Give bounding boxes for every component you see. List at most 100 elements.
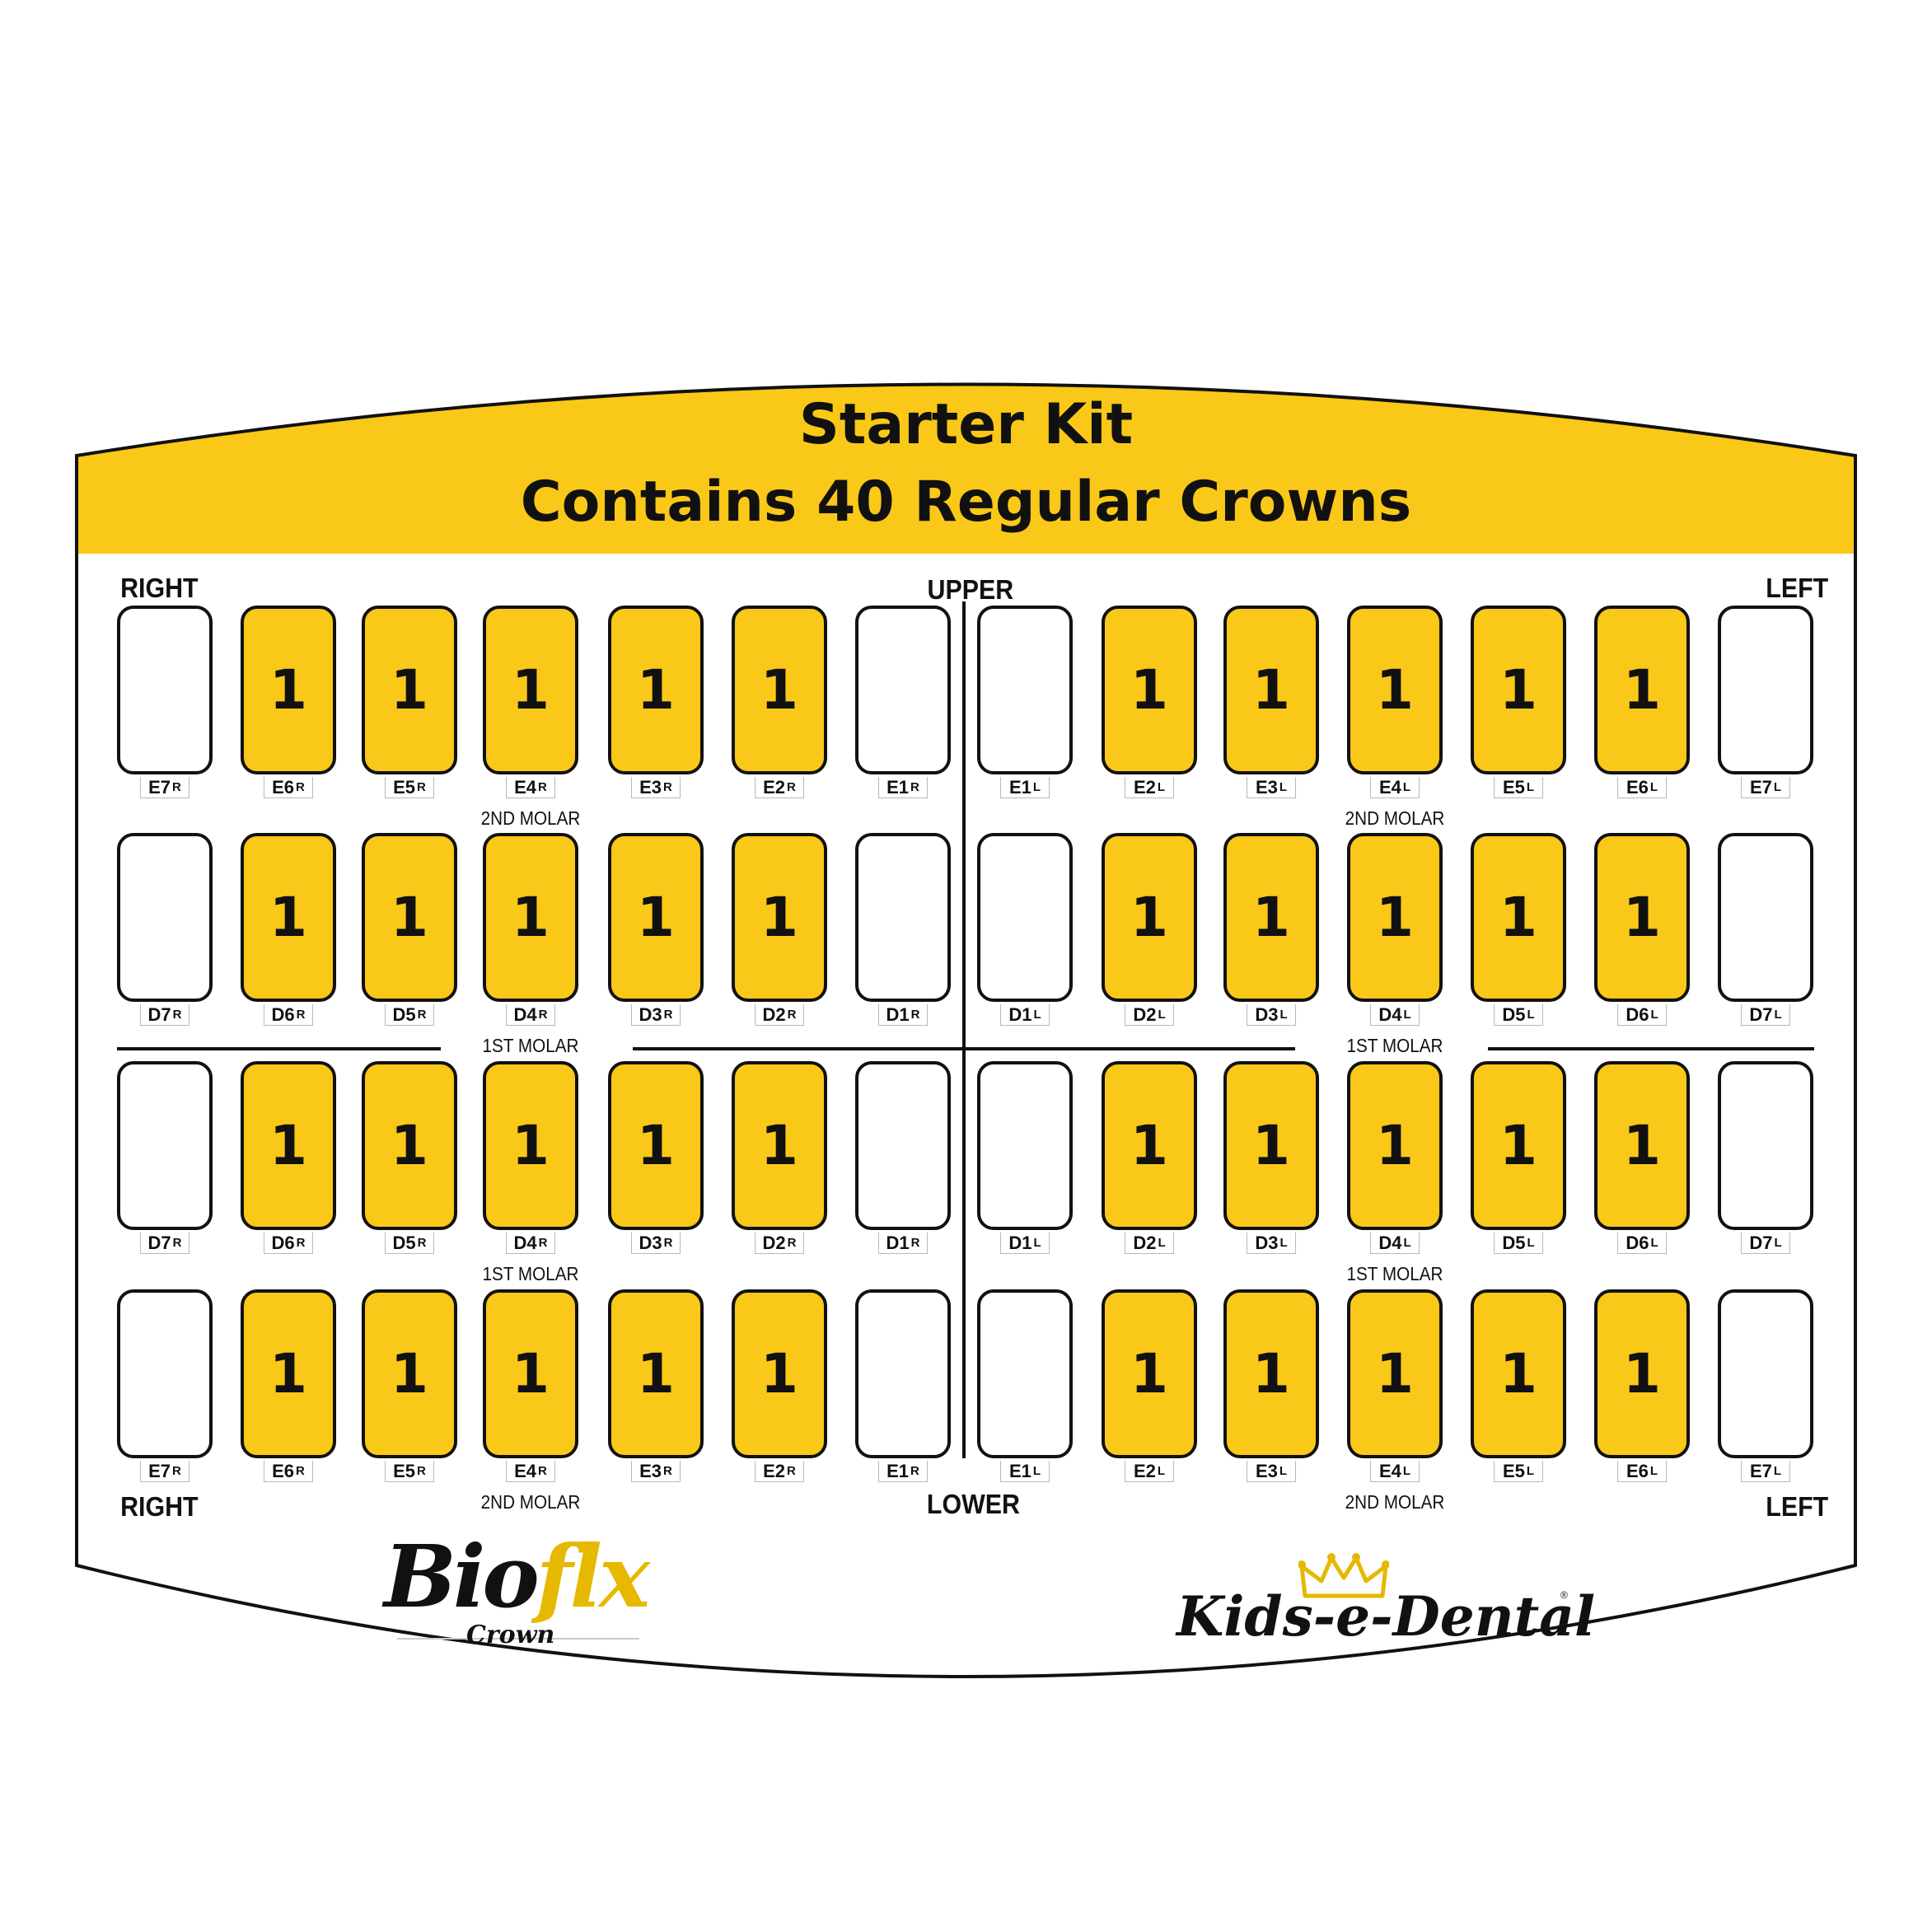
crown-quantity: 1 xyxy=(1130,885,1168,949)
size-side: R xyxy=(296,1008,306,1022)
crown-slot-d4r: 1 xyxy=(483,833,578,1002)
size-code: D2 xyxy=(1133,1232,1157,1253)
bioflx-word-bio: Bio xyxy=(384,1526,540,1627)
size-code: E6 xyxy=(272,1460,295,1481)
size-code: D4 xyxy=(1378,1003,1402,1025)
size-code: D5 xyxy=(1502,1003,1526,1025)
crown-slot-e4l: 1 xyxy=(1347,1289,1443,1458)
crown-slot-d6l: 1 xyxy=(1594,1061,1690,1230)
size-side: R xyxy=(910,780,919,794)
size-side: L xyxy=(1774,1236,1782,1250)
crown-slot-d1r xyxy=(855,833,951,1002)
size-code: E3 xyxy=(1255,1460,1278,1481)
size-side: R xyxy=(910,1464,919,1478)
size-side: R xyxy=(663,1236,673,1250)
size-code: E6 xyxy=(1626,776,1649,798)
size-side: R xyxy=(538,1236,548,1250)
crown-quantity: 1 xyxy=(760,657,798,722)
size-code: D7 xyxy=(1749,1232,1773,1253)
size-code: E4 xyxy=(514,1460,537,1481)
crown-slot-e1r xyxy=(855,606,951,774)
crown-slot-d1r xyxy=(855,1061,951,1230)
crown-slot-d7r xyxy=(117,1061,213,1230)
size-side: R xyxy=(172,1008,182,1022)
crown-slot-e5r: 1 xyxy=(362,1289,457,1458)
crown-slot-d3l: 1 xyxy=(1223,833,1319,1002)
bioflx-sub-label: Crown xyxy=(466,1621,555,1649)
size-side: L xyxy=(1403,1236,1411,1250)
size-code: E7 xyxy=(148,776,171,798)
size-code: E6 xyxy=(1626,1460,1649,1481)
crown-slot-d6l: 1 xyxy=(1594,833,1690,1002)
size-code: E7 xyxy=(148,1460,171,1481)
crown-quantity: 1 xyxy=(391,1341,428,1406)
size-side: L xyxy=(1526,780,1535,794)
crown-quantity: 1 xyxy=(1623,1341,1661,1406)
crown-quantity: 1 xyxy=(512,1113,550,1177)
size-side: R xyxy=(910,1008,920,1022)
bioflx-word-flx: flx xyxy=(536,1526,650,1627)
molar-label: 2ND MOLAR xyxy=(1345,1491,1445,1513)
crown-slot-e7l xyxy=(1718,606,1813,774)
size-code: E4 xyxy=(1378,776,1401,798)
size-code: E1 xyxy=(886,776,910,798)
crown-quantity: 1 xyxy=(637,1113,675,1177)
crown-slot-e4l: 1 xyxy=(1347,606,1443,774)
crown-slot-e5r: 1 xyxy=(362,606,457,774)
crown-slot-e3r: 1 xyxy=(608,1289,704,1458)
size-side: R xyxy=(172,780,181,794)
crown-slot-e7l xyxy=(1718,1289,1813,1458)
crown-quantity: 1 xyxy=(760,885,798,949)
size-side: R xyxy=(417,1464,426,1478)
size-side: L xyxy=(1032,1464,1041,1478)
size-side: L xyxy=(1158,1236,1166,1250)
kit-title: Starter Kit xyxy=(798,392,1134,457)
size-side: R xyxy=(787,1464,796,1478)
size-side: L xyxy=(1527,1008,1535,1022)
size-code: D1 xyxy=(886,1232,910,1253)
size-side: R xyxy=(538,1008,548,1022)
crown-quantity: 1 xyxy=(760,1341,798,1406)
size-side: R xyxy=(787,1008,797,1022)
crown-slot-e3l: 1 xyxy=(1223,606,1319,774)
crown-slot-d2r: 1 xyxy=(732,1061,827,1230)
crown-quantity: 1 xyxy=(1376,657,1414,722)
molar-label: 1ST MOLAR xyxy=(1346,1263,1443,1284)
size-code: E2 xyxy=(763,776,786,798)
size-code: E5 xyxy=(1502,1460,1525,1481)
size-code: E3 xyxy=(1255,776,1278,798)
label-left-top: LEFT xyxy=(1766,573,1829,603)
header-band xyxy=(77,384,1855,554)
size-side: L xyxy=(1279,1008,1288,1022)
crown-slot-e1l xyxy=(977,1289,1073,1458)
molar-label: 1ST MOLAR xyxy=(1346,1035,1443,1056)
size-side: L xyxy=(1279,780,1288,794)
crown-quantity: 1 xyxy=(1252,657,1290,722)
crown-quantity: 1 xyxy=(269,657,307,722)
crown-slot-d5l: 1 xyxy=(1471,833,1566,1002)
size-code: E4 xyxy=(514,776,537,798)
crown-slot-d7l xyxy=(1718,1061,1813,1230)
size-side: L xyxy=(1157,780,1166,794)
crown-quantity: 1 xyxy=(1499,885,1537,949)
size-code: E3 xyxy=(639,776,662,798)
